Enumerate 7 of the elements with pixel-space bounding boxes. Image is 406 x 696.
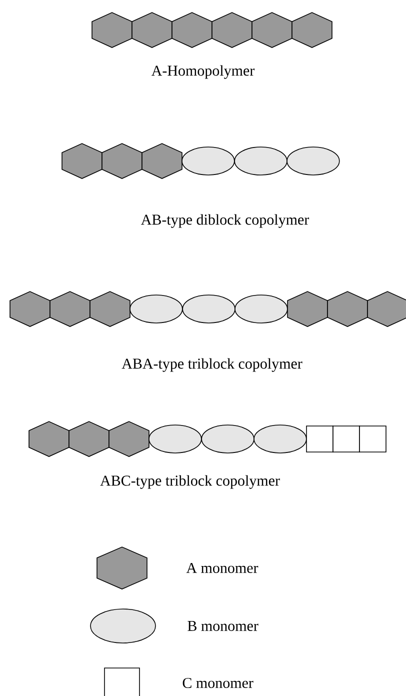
- chain-label: A-Homopolymer: [151, 65, 255, 79]
- chain-label: ABC-type triblock copolymer: [100, 475, 280, 489]
- chain-label: AB-type diblock copolymer: [141, 214, 310, 228]
- legend-text: A monomer: [186, 562, 258, 574]
- legend-text: B monomer: [188, 621, 258, 631]
- legend-text: C monomer: [182, 678, 254, 688]
- chain-label: ABA-type triblock copolymer: [122, 358, 302, 372]
